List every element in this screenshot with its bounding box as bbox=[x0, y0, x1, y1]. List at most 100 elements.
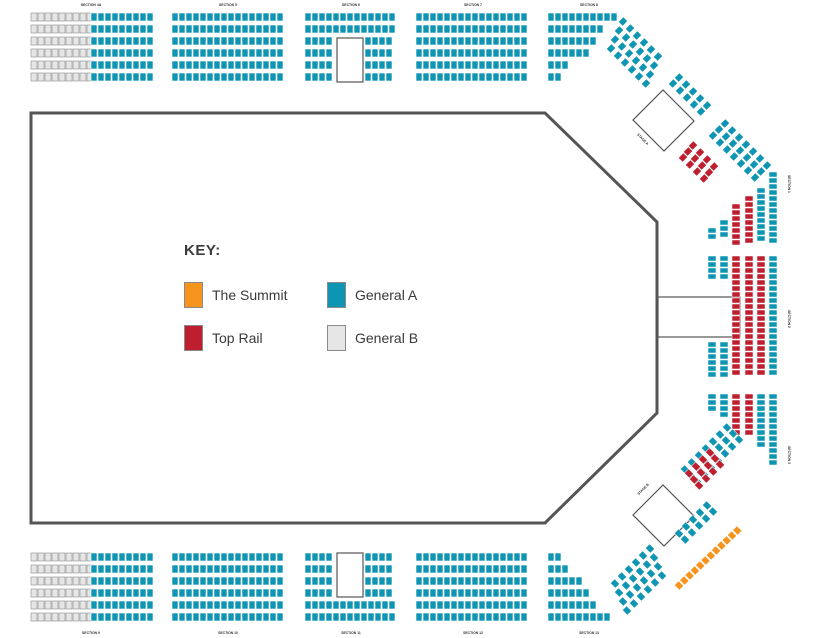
seat bbox=[185, 36, 193, 46]
seat bbox=[185, 60, 193, 70]
seat bbox=[768, 261, 778, 268]
seat bbox=[132, 24, 140, 34]
seat bbox=[429, 612, 437, 622]
seat bbox=[436, 564, 444, 574]
seat bbox=[97, 576, 105, 586]
seat bbox=[104, 588, 112, 598]
right-upper-col-5 bbox=[768, 171, 778, 244]
seat bbox=[118, 72, 126, 82]
seat bbox=[171, 576, 179, 586]
seat bbox=[628, 39, 638, 50]
seat bbox=[450, 576, 458, 586]
seat bbox=[768, 417, 778, 424]
right-middle-r-1 bbox=[744, 255, 754, 376]
seat bbox=[727, 530, 737, 541]
seat bbox=[220, 48, 228, 58]
seat bbox=[132, 588, 140, 598]
seat bbox=[213, 552, 221, 562]
seat bbox=[731, 285, 741, 292]
seat bbox=[756, 435, 766, 442]
seat bbox=[364, 60, 372, 70]
seat bbox=[234, 564, 242, 574]
seat bbox=[37, 612, 45, 622]
seat bbox=[731, 369, 741, 376]
seat bbox=[756, 187, 766, 194]
seat bbox=[227, 24, 235, 34]
seat bbox=[65, 60, 73, 70]
seat bbox=[450, 564, 458, 574]
seat bbox=[422, 576, 430, 586]
seat bbox=[768, 237, 778, 244]
seat bbox=[385, 60, 393, 70]
seat bbox=[269, 612, 277, 622]
right-middle-a-0 bbox=[707, 255, 717, 280]
seat bbox=[206, 24, 214, 34]
seat bbox=[719, 267, 729, 274]
seat bbox=[241, 612, 249, 622]
legend-label-general-b: General B bbox=[355, 330, 419, 346]
seat bbox=[339, 12, 347, 22]
seat bbox=[464, 72, 472, 82]
seat bbox=[311, 576, 319, 586]
seat bbox=[697, 160, 707, 171]
seat bbox=[674, 528, 684, 539]
legend-label-general-a: General A bbox=[355, 287, 418, 303]
seat bbox=[248, 588, 256, 598]
seat bbox=[703, 460, 713, 471]
seat bbox=[199, 60, 207, 70]
seat bbox=[506, 600, 514, 610]
seat bbox=[178, 552, 186, 562]
seat bbox=[374, 24, 382, 34]
seat bbox=[213, 600, 221, 610]
seat bbox=[768, 285, 778, 292]
seat bbox=[146, 12, 154, 22]
seat bbox=[118, 60, 126, 70]
seat bbox=[743, 165, 753, 176]
seat bbox=[125, 588, 133, 598]
seat bbox=[756, 199, 766, 206]
seat bbox=[79, 564, 87, 574]
seat bbox=[731, 315, 741, 322]
legend-item-top-rail: Top Rail bbox=[184, 325, 263, 351]
seat bbox=[695, 560, 706, 571]
seat bbox=[554, 612, 562, 622]
seat bbox=[714, 124, 724, 135]
seat bbox=[707, 347, 717, 354]
seat bbox=[561, 36, 569, 46]
seat bbox=[276, 612, 284, 622]
seat bbox=[478, 24, 486, 34]
seat bbox=[118, 552, 126, 562]
seat bbox=[707, 267, 717, 274]
seat bbox=[185, 576, 193, 586]
seat bbox=[731, 261, 741, 268]
seat bbox=[731, 203, 741, 210]
seat bbox=[220, 24, 228, 34]
seat bbox=[269, 24, 277, 34]
seat bbox=[756, 369, 766, 376]
right-lower-col-1 bbox=[719, 393, 729, 418]
seat bbox=[241, 552, 249, 562]
seat bbox=[234, 48, 242, 58]
seat bbox=[206, 552, 214, 562]
seat bbox=[744, 213, 754, 220]
seat bbox=[464, 564, 472, 574]
seat bbox=[125, 24, 133, 34]
seat bbox=[749, 159, 759, 170]
seat bbox=[589, 36, 597, 46]
seat bbox=[768, 207, 778, 214]
seat bbox=[139, 12, 147, 22]
seat bbox=[582, 588, 590, 598]
seat bbox=[206, 600, 214, 610]
seat bbox=[79, 24, 87, 34]
seat bbox=[457, 552, 465, 562]
seat bbox=[371, 564, 379, 574]
seat bbox=[178, 564, 186, 574]
seat bbox=[199, 588, 207, 598]
seat bbox=[464, 588, 472, 598]
seat bbox=[731, 363, 741, 370]
seat bbox=[318, 36, 326, 46]
seat bbox=[719, 371, 729, 378]
seat bbox=[262, 552, 270, 562]
seat bbox=[561, 576, 569, 586]
seat bbox=[248, 600, 256, 610]
